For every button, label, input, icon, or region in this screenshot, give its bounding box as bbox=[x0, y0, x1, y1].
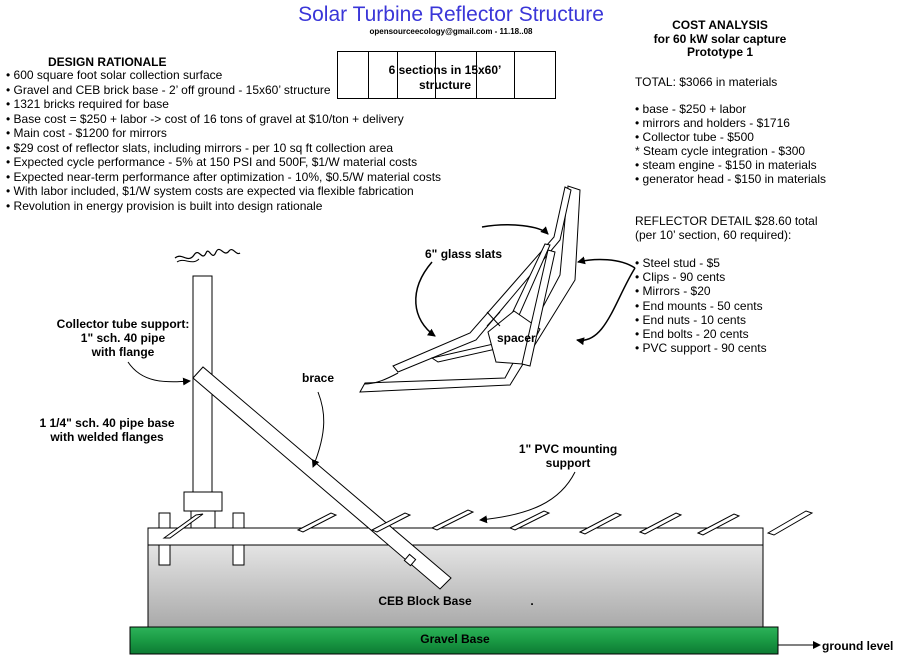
reflector-right-arrow bbox=[577, 256, 636, 269]
pvc-support-label: 1" PVC mounting support bbox=[518, 442, 618, 470]
ground-level-label: ground level bbox=[822, 639, 894, 653]
ceb-base-dot: . bbox=[530, 594, 534, 608]
list-item: • End mounts - 50 cents bbox=[635, 298, 763, 313]
collector-support-label: Collector tube support: 1" sch. 40 pipe … bbox=[56, 317, 190, 359]
list-item: • Steel stud - $5 bbox=[635, 256, 720, 270]
reflector-slats bbox=[162, 509, 814, 539]
reflector-to-structure-arrow bbox=[363, 372, 399, 385]
brace bbox=[192, 366, 452, 590]
list-item: • Mirrors - $20 bbox=[635, 284, 711, 299]
brace-arrow bbox=[311, 391, 325, 468]
list-item: • base - $250 + labor bbox=[635, 102, 747, 116]
cost-total: TOTAL: $3066 in materials bbox=[635, 75, 778, 89]
design-rationale-list: • 600 square foot solar collection surfa… bbox=[6, 68, 441, 213]
list-item: • Main cost - $1200 for mirrors bbox=[6, 126, 167, 140]
list-item: • Expected cycle performance - 5% at 150… bbox=[6, 155, 418, 169]
pipe-base-flange bbox=[183, 491, 223, 512]
glass-slats-arrow bbox=[481, 224, 549, 235]
list-item: • PVC support - 90 cents bbox=[635, 341, 767, 356]
list-item: • generator head - $150 in materials bbox=[635, 172, 826, 186]
top-plank bbox=[147, 527, 764, 546]
design-rationale-heading: DESIGN RATIONALE bbox=[48, 55, 167, 69]
list-item: • 1321 bricks required for base bbox=[6, 97, 169, 111]
list-item: • steam engine - $150 in materials bbox=[635, 158, 817, 172]
glass-slats-label: 6" glass slats bbox=[425, 247, 503, 261]
collector-tube-scribble bbox=[174, 248, 241, 260]
sections-box bbox=[337, 51, 556, 99]
page-title: Solar Turbine Reflector Structure bbox=[298, 3, 604, 26]
reflector-detail-drawing bbox=[359, 185, 581, 393]
cost-items-list: • base - $250 + labor • mirrors and hold… bbox=[635, 102, 826, 186]
collector-support-arrow bbox=[127, 361, 191, 386]
page-subtitle: opensourceecology@gmail.com - 11.18..08 bbox=[369, 27, 533, 36]
ceb-base-label: CEB Block Base bbox=[378, 594, 472, 608]
list-item: • Base cost = $250 + labor -> cost of 16… bbox=[6, 111, 404, 126]
list-item: • 600 square foot solar collection surfa… bbox=[6, 68, 223, 82]
pipe-base-foot bbox=[158, 544, 171, 566]
pvc-support-arrow bbox=[479, 471, 576, 524]
list-item: * Steam cycle integration - $300 bbox=[635, 144, 806, 158]
sections-box-label: 6 sections in 15x60’ structure bbox=[388, 63, 502, 92]
list-item: • End nuts - 10 cents bbox=[635, 312, 746, 327]
list-item: • With labor included, $1/W system costs… bbox=[6, 184, 414, 198]
list-item: • Expected near-term performance after o… bbox=[6, 169, 442, 184]
list-item: • Gravel and CEB brick base - 2’ off gro… bbox=[6, 82, 331, 97]
list-item: • Clips - 90 cents bbox=[635, 270, 726, 285]
list-item: • Collector tube - $500 bbox=[635, 130, 754, 144]
reflector-detail-list: • Steel stud - $5 • Clips - 90 cents • M… bbox=[635, 256, 767, 355]
brace-label: brace bbox=[301, 371, 335, 385]
list-item: • mirrors and holders - $1716 bbox=[635, 116, 790, 130]
spacer-label: spacer bbox=[497, 331, 536, 345]
gravel-base bbox=[129, 626, 779, 655]
list-item: • $29 cost of reflector slats, including… bbox=[6, 140, 394, 155]
reflector-detail-heading: REFLECTOR DETAIL $28.60 total (per 10’ s… bbox=[635, 214, 818, 242]
pipe-base-label: 1 1/4" sch. 40 pipe base with welded fla… bbox=[39, 416, 175, 444]
list-item: • End bolts - 20 cents bbox=[635, 327, 749, 342]
cost-analysis-heading: COST ANALYSIS for 60 kW solar capture Pr… bbox=[653, 18, 787, 59]
gravel-base-label: Gravel Base bbox=[420, 632, 490, 646]
list-item: • Revolution in energy provision is buil… bbox=[6, 198, 323, 213]
